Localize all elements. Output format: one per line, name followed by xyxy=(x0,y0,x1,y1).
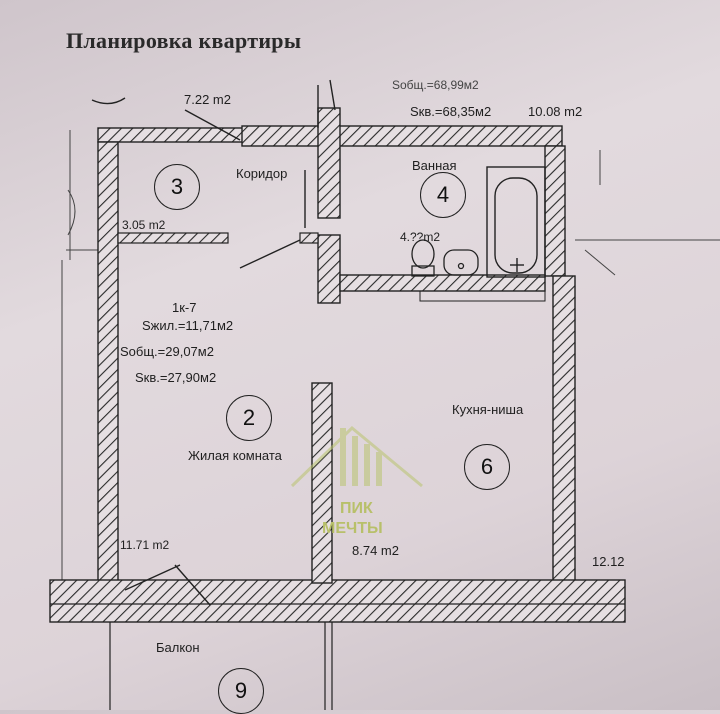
door-lines xyxy=(91,79,336,606)
s-kv-label: Sкв.=27,90м2 xyxy=(135,370,217,385)
room-name-bathroom: Ванная xyxy=(412,158,457,173)
page-title: Планировка квартиры xyxy=(66,28,302,53)
s-zhil-label: Sжил.=11,71м2 xyxy=(142,318,234,333)
room-number-bathroom: 4 xyxy=(420,172,466,218)
room-name-living: Жилая комната xyxy=(188,448,282,463)
room-number-kitchen: 6 xyxy=(464,444,510,490)
sink-icon xyxy=(443,249,479,276)
room-area-corridor: 3.05 m2 xyxy=(122,218,166,232)
apartment-type: 1к-7 xyxy=(172,300,197,315)
neighbor-lines xyxy=(61,130,100,620)
wall-center-lower xyxy=(311,382,333,584)
wall-left xyxy=(97,141,119,598)
toilet-icon xyxy=(411,239,435,277)
wall-corridor xyxy=(117,232,229,244)
wall-center-mid xyxy=(317,234,341,304)
room-name-kitchen: Кухня-ниша xyxy=(452,402,524,417)
watermark-line2: МЕЧТЫ xyxy=(322,520,383,537)
bathtub-icon xyxy=(486,166,546,278)
area-label-right: 12.12 xyxy=(592,554,625,569)
room-number-balcony: 9 xyxy=(218,668,264,714)
room-area-living: 11.71 m2 xyxy=(120,538,170,552)
s-obsh-label: Sобщ.=29,07м2 xyxy=(120,344,214,359)
sobsh-label: Sобщ.=68,99м2 xyxy=(392,78,479,92)
watermark-line1: ПИК xyxy=(340,500,373,517)
watermark-house-icon xyxy=(290,425,423,488)
wall-bottom xyxy=(49,579,626,623)
area-label-top-left: 7.22 m2 xyxy=(184,92,231,107)
room-name-corridor: Коридор xyxy=(236,166,288,181)
wall-right-lower xyxy=(552,275,576,597)
room-number-living: 2 xyxy=(226,395,272,441)
wall-top xyxy=(241,125,563,147)
room-area-kitchen: 8.74 m2 xyxy=(352,543,399,558)
neighbor-lines-right xyxy=(575,150,720,276)
area-label-top-right: 10.08 m2 xyxy=(528,104,583,119)
wall-right-upper xyxy=(544,145,566,277)
wall-center-upper xyxy=(317,107,341,219)
room-area-bathroom: 4.??m2 xyxy=(400,230,441,244)
room-number-corridor: 3 xyxy=(154,164,200,210)
balcony-outline xyxy=(109,622,333,710)
skv-label: Sкв.=68,35м2 xyxy=(410,104,492,119)
room-name-balcony: Балкон xyxy=(156,640,200,655)
